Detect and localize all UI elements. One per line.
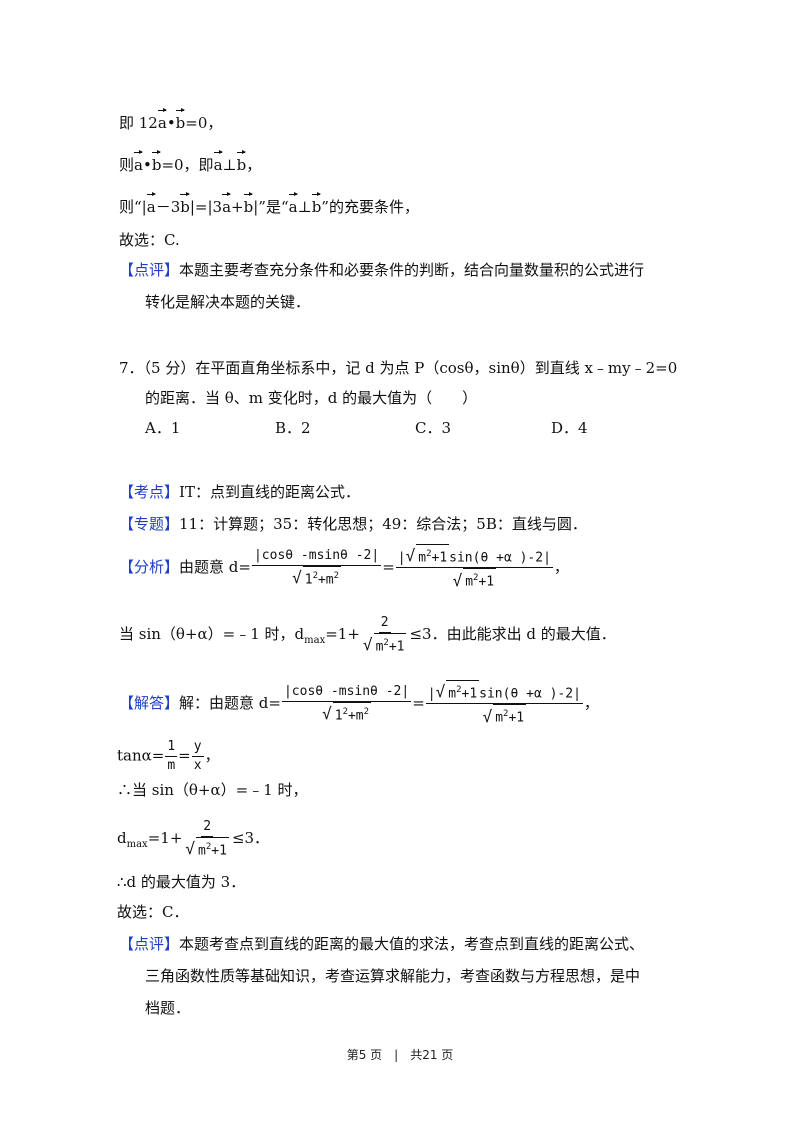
choice-line-2: 故选：C． — [117, 903, 189, 921]
distance-fraction: |cosθ -msinθ -2|√12+m2 — [251, 547, 382, 587]
question-7-options: A．1 B．2 C．3 D．4 — [145, 418, 645, 438]
option-c: C．3 — [415, 419, 452, 437]
option-d: D．4 — [551, 419, 588, 437]
review-tag: 【点评】 — [119, 261, 180, 279]
review-line-2: 转化是解决本题的关键． — [145, 293, 311, 311]
therefore-line-2: ∴d 的最大值为 3． — [117, 873, 246, 891]
kaodian-line: 【考点】IT：点到直线的距离公式． — [119, 483, 360, 501]
kaodian-tag: 【考点】 — [119, 483, 180, 501]
option-b: B．2 — [275, 419, 311, 437]
choice-line: 故选：C. — [119, 231, 180, 249]
zhuanti-tag: 【专题】 — [119, 515, 180, 533]
jieda-tag: 【解答】 — [119, 693, 180, 712]
question-7-stem-1: 7．（5 分）在平面直角坐标系中，记 d 为点 P（cosθ，sinθ）到直线 … — [119, 359, 678, 377]
therefore-line-1: ∴当 sin（θ+α）=﹣1 时， — [117, 781, 308, 799]
review2-line-3: 档题． — [145, 999, 191, 1017]
solution-line-2: 则a•b=0，即a⊥b， — [119, 150, 261, 175]
review-line-1: 【点评】本题主要考查充分条件和必要条件的判断，结合向量数量积的公式进行 — [119, 261, 645, 279]
vector-a: a — [157, 108, 167, 133]
zhuanti-line: 【专题】11：计算题；35：转化思想；49：综合法；5B：直线与圆． — [119, 515, 587, 533]
review2-line-1: 【点评】本题考查点到直线的距离的最大值的求法，考查点到直线的距离公式、 — [119, 935, 645, 953]
option-a: A．1 — [145, 419, 181, 437]
review2-line-2: 三角函数性质等基础知识，考查运算求解能力，考查函数与方程思想，是中 — [145, 967, 641, 985]
solution-line-1: 即 12a•b=0， — [119, 108, 222, 133]
page-footer: 第5 页 | 共21 页 — [346, 1048, 454, 1062]
question-7-stem-2: 的距离．当 θ、m 变化时，d 的最大值为（ ） — [145, 389, 478, 407]
dmax-line: dmax=1+2√m2+1≤3． — [117, 819, 270, 859]
review2-tag: 【点评】 — [119, 935, 180, 953]
max-condition-line: 当 sin（θ+α）=﹣1 时，dmax=1+2√m2+1≤3．由此能求出 d … — [119, 615, 616, 655]
solution-line-3: 则“|a－3b|=|3a+b|”是“a⊥b”的充要条件， — [119, 192, 419, 217]
fenxi-tag: 【分析】 — [119, 557, 180, 576]
vector-b: b — [175, 108, 185, 133]
jieda-line: 【解答】解：由题意 d=|cosθ -msinθ -2|√12+m2=|√m2+… — [119, 680, 599, 728]
